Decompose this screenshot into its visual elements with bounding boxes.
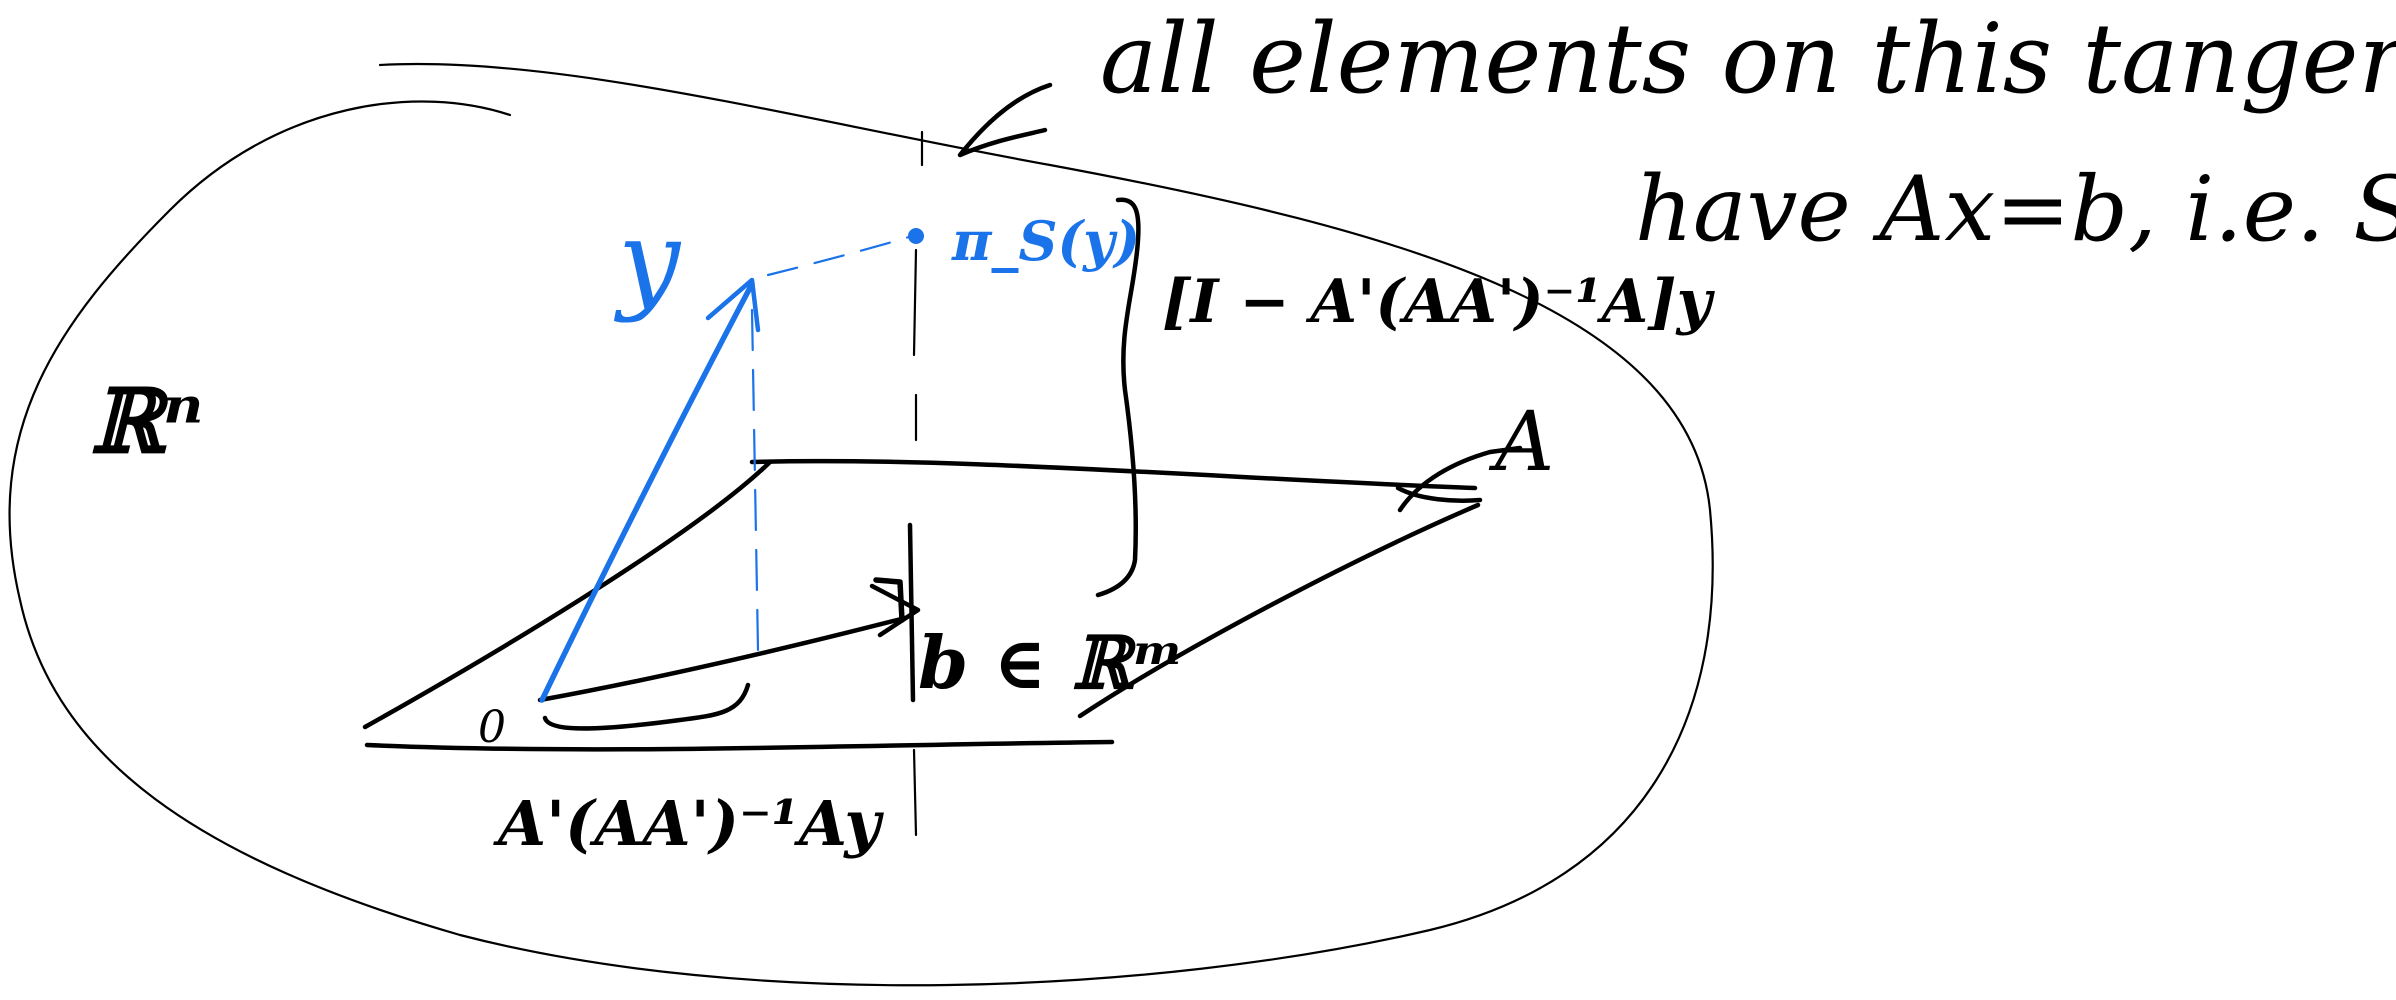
tangent-plane-left-edge: [362, 459, 773, 730]
normal-axis-upper: [912, 248, 918, 357]
normal-axis-bottom: [912, 748, 918, 837]
vector-to-b: [537, 615, 908, 703]
annotation-line-1: all elements on this tangent space: [1100, 3, 2396, 115]
vector-to-b-tail-mark: [873, 577, 905, 623]
annotation-line-2: have Ax=b, i.e. S: [1635, 157, 2396, 262]
projection-point: [908, 228, 924, 244]
projection-dashed-horizontal: [766, 234, 914, 277]
vector-y-head: [705, 277, 761, 333]
target-label: b ∈ ℝᵐ: [918, 620, 1184, 705]
row-space-component-label: A'(AA')⁻¹Ay: [493, 787, 884, 860]
space-label: ℝⁿ: [90, 369, 203, 473]
orthogonal-component-label: [I − A'(AA')⁻¹A]y: [1162, 267, 1716, 337]
operator-label: A: [1488, 395, 1554, 490]
operator-arrow: [1397, 445, 1523, 513]
orthogonal-brace: [1095, 197, 1141, 598]
vector-to-b-head: [869, 583, 921, 638]
tangent-plane-front-edge: [364, 739, 1115, 752]
vector-y: [539, 281, 755, 703]
tangent-plane-back-edge: [749, 458, 1478, 491]
tangent-plane-right-edge: [1077, 502, 1481, 719]
ambient-space-boundary: [8, 62, 1714, 987]
vector-y-label: y: [613, 196, 682, 324]
row-space-brace: [542, 682, 751, 731]
origin-label: 0: [478, 702, 506, 753]
operator-arrow-head: [1395, 485, 1483, 503]
annotation-pointer: [957, 82, 1053, 158]
projection-label: π_S(y): [951, 209, 1140, 273]
